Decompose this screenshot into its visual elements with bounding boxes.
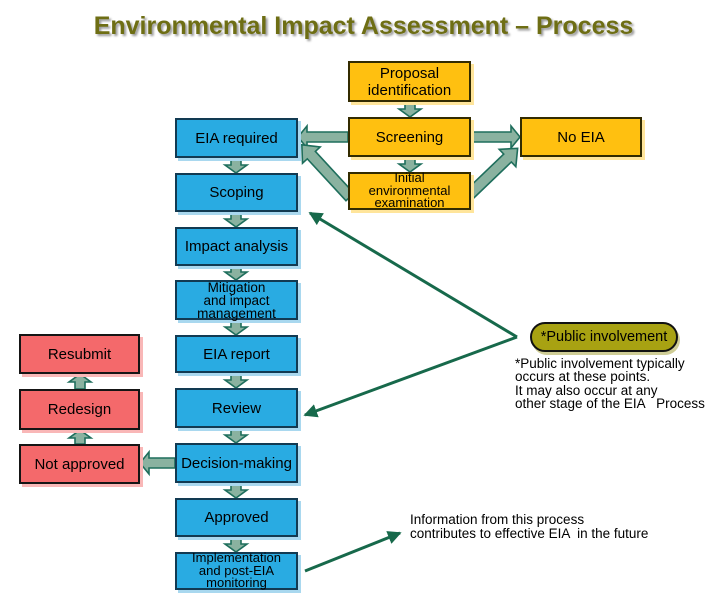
- arrow-public-involvement-to-scoping: [308, 211, 518, 339]
- node-scoping: Scoping: [175, 173, 298, 212]
- node-implementation-and-post-eia-monitoring: Implementation and post-EIA monitoring: [175, 551, 298, 590]
- arrow-decision-making-to-approved: [222, 482, 250, 499]
- node-mitigation-and-impact-management: Mitigation and impact management: [175, 280, 298, 320]
- arrow-screening-to-eia-required: [296, 123, 349, 151]
- arrow-decision-making-to-not-approved: [138, 449, 176, 477]
- arrow-impact-analysis-to-mitigation: [222, 265, 250, 281]
- node-public-involvement: *Public involvement: [530, 322, 678, 352]
- node-review: Review: [175, 388, 298, 428]
- node-not-approved: Not approved: [19, 444, 140, 484]
- node-proposal-identification: Proposal identification: [348, 61, 471, 102]
- arrow-eia-required-to-scoping: [222, 157, 250, 174]
- arrow-iee-to-no-eia: [465, 147, 519, 200]
- node-decision-making: Decision-making: [175, 443, 298, 483]
- node-redesign: Redesign: [19, 389, 140, 430]
- arrow-scoping-to-impact-analysis: [222, 211, 250, 228]
- info-note: Information from this process contribute…: [410, 512, 649, 541]
- arrow-not-approved-to-redesign: [66, 429, 94, 445]
- node-eia-required: EIA required: [175, 118, 298, 158]
- node-initial-environmental-examination: Initial environmental examination: [348, 171, 471, 210]
- arrow-mitigation-to-eia-report: [222, 319, 250, 336]
- node-no-eia: No EIA: [520, 117, 642, 157]
- node-screening: Screening: [348, 117, 471, 157]
- public-involvement-note: *Public involvement typically occurs at …: [515, 356, 705, 412]
- arrow-public-involvement-to-review: [303, 335, 518, 418]
- node-impact-analysis: Impact analysis: [175, 227, 298, 266]
- arrow-redesign-to-resubmit: [66, 373, 94, 390]
- node-resubmit: Resubmit: [19, 334, 140, 374]
- arrow-review-to-decision-making: [222, 427, 250, 444]
- node-eia-report: EIA report: [175, 335, 298, 373]
- arrow-screening-to-no-eia: [470, 123, 522, 151]
- arrow-eia-report-to-review: [222, 372, 250, 389]
- page-title: Environmental Impact Assessment – Proces…: [93, 12, 634, 40]
- node-approved: Approved: [175, 498, 298, 537]
- arrow-implementation-to-info-note: [304, 531, 402, 573]
- arrow-proposal-to-screening: [396, 101, 424, 118]
